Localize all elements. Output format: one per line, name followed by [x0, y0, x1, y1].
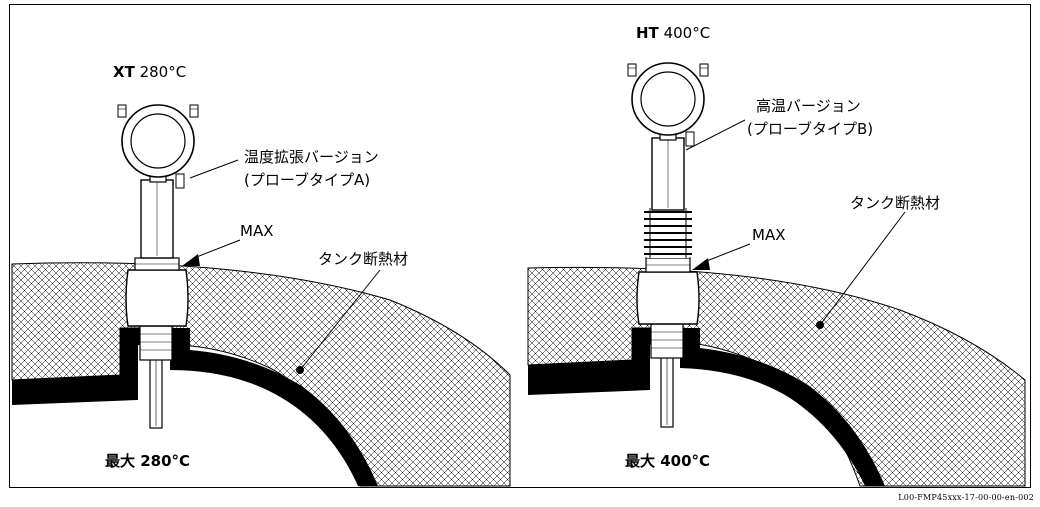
- right-process-thread: [650, 323, 684, 359]
- left-panel: XT 280°C 温度拡張バージョン (プローブタイプA) MAX タンク断熱材…: [11, 63, 511, 487]
- left-process-thread: [139, 325, 173, 361]
- right-housing-window: [640, 71, 696, 127]
- right-sensor-body: [636, 271, 700, 325]
- right-model-label: HT 400°C: [636, 24, 710, 42]
- left-max-temp: 最大 280°C: [105, 452, 190, 470]
- right-insulation-leader: [819, 211, 906, 326]
- left-insulation-leader: [299, 269, 381, 371]
- left-sensor-body: [125, 269, 189, 327]
- right-version-line1: 高温バージョン: [756, 97, 861, 115]
- right-max-temp: 最大 400°C: [625, 452, 710, 470]
- left-model-label: XT 280°C: [113, 63, 186, 81]
- right-cooling-fins: [644, 208, 692, 258]
- figure-reference: L00-FMP45xxx-17-00-00-en-002: [898, 493, 1034, 502]
- left-insulation-label: タンク断熱材: [318, 250, 408, 268]
- left-tank-wall: [12, 328, 378, 486]
- right-tank-wall: [528, 328, 885, 486]
- left-version-line1: 温度拡張バージョン: [244, 148, 379, 166]
- right-version-line2: (プローブタイプB): [747, 120, 873, 138]
- left-max-label: MAX: [240, 222, 273, 240]
- left-version-leader: [189, 159, 239, 179]
- right-max-leader: [703, 243, 751, 263]
- left-max-leader: [193, 239, 241, 259]
- right-max-label: MAX: [752, 226, 785, 244]
- right-version-leader: [685, 119, 746, 151]
- right-insulation-label: タンク断熱材: [850, 194, 940, 212]
- right-insulation-dot: [816, 321, 824, 329]
- right-max-arrow: [692, 258, 710, 270]
- left-insulation-dot: [296, 366, 304, 374]
- left-max-arrow: [182, 254, 200, 266]
- left-version-line2: (プローブタイプA): [244, 171, 370, 189]
- figure-frame: [9, 4, 1031, 488]
- left-housing-window: [130, 113, 186, 169]
- right-panel: HT 400°C 高温バージョン (プローブタイプB) MAX タンク断熱材 最…: [527, 24, 1026, 487]
